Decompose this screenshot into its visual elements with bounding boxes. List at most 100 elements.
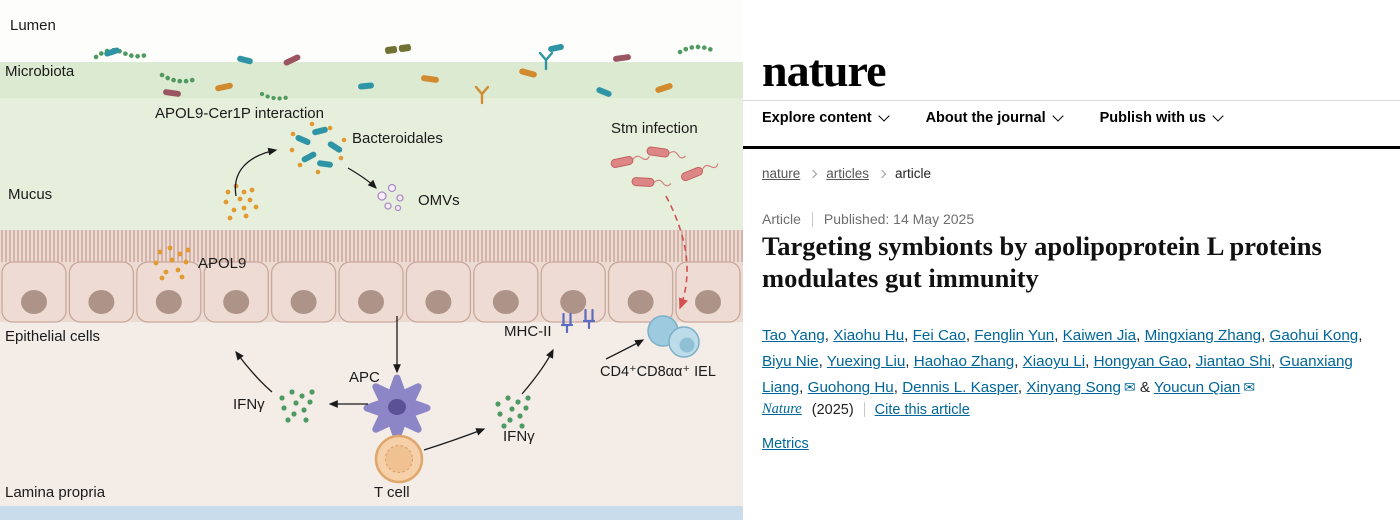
ifng-dots-right <box>495 395 531 429</box>
author-link[interactable]: Dennis L. Kasper <box>902 379 1018 397</box>
lamina-propria-zone <box>0 322 743 506</box>
arrow-bacteroidales-to-omvs <box>347 167 377 189</box>
nature-logo[interactable]: nature <box>762 45 886 96</box>
chevron-down-icon <box>1051 110 1064 122</box>
author-separator: , <box>799 379 808 397</box>
nav-label: About the journal <box>925 110 1046 126</box>
author-link[interactable]: Mingxiang Zhang <box>1144 327 1262 345</box>
author-separator: , <box>905 353 914 371</box>
author-link[interactable]: Fei Cao <box>912 327 966 345</box>
label-omvs: OMVs <box>418 192 460 209</box>
author-separator: , <box>965 327 975 345</box>
article-type: Article <box>762 211 801 227</box>
t-cell <box>374 434 424 484</box>
author-separator: , <box>1270 353 1280 371</box>
metrics-link[interactable]: Metrics <box>762 436 809 452</box>
arrow-ifng-to-epithelium <box>235 350 273 393</box>
author-separator: , <box>1017 379 1027 397</box>
author-separator: , <box>1187 353 1196 371</box>
author-link[interactable]: Xinyang Song <box>1026 379 1121 397</box>
nav-label: Publish with us <box>1099 110 1206 126</box>
label-bacteroidales: Bacteroidales <box>352 130 443 147</box>
label-microbiota: Microbiota <box>5 63 75 80</box>
author-separator: & <box>1135 379 1154 397</box>
bacteroidales-cluster <box>289 121 347 175</box>
author-link[interactable]: Guanxiang Liang <box>762 353 1353 397</box>
envelope-icon[interactable]: ✉ <box>1123 379 1136 396</box>
bacterium-chain-icon <box>259 91 292 101</box>
author-link[interactable]: Fenglin Yun <box>974 327 1055 345</box>
site-nav: Explore content About the journal Publis… <box>762 110 1224 126</box>
envelope-icon[interactable]: ✉ <box>1243 379 1256 396</box>
author-link[interactable]: Jiantao Shi <box>1195 353 1271 371</box>
author-link[interactable]: Biyu Nie <box>762 353 819 371</box>
figure-arrows <box>234 147 645 451</box>
breadcrumb-link-nature[interactable]: nature <box>762 166 801 181</box>
nav-about-the-journal[interactable]: About the journal <box>925 110 1064 126</box>
article-title: Targeting symbionts by apolipoprotein L … <box>762 231 1322 294</box>
author-separator: , <box>1054 327 1063 345</box>
author-link[interactable]: Kaiwen Jia <box>1062 327 1137 345</box>
bottom-strip <box>0 506 743 520</box>
author-separator: , <box>1014 353 1023 371</box>
bacterium-chain-icon <box>159 72 199 84</box>
label-mhc2: MHC-II <box>504 323 552 340</box>
author-separator: , <box>1136 327 1145 345</box>
label-iel: CD4⁺CD8αα⁺ IEL <box>600 364 716 380</box>
journal-name-link[interactable]: Nature <box>762 401 802 417</box>
arrow-tcell-to-ifng <box>423 428 486 451</box>
microbiota-band <box>0 62 743 98</box>
author-separator: , <box>1358 327 1363 345</box>
bacterium-segmented-icon <box>384 44 412 54</box>
label-stm-infection: Stm infection <box>611 120 698 137</box>
author-separator: , <box>824 327 834 345</box>
chevron-right-icon <box>809 169 818 179</box>
label-apol9: APOL9 <box>198 255 246 272</box>
breadcrumb-link-articles[interactable]: articles <box>826 166 870 181</box>
label-t-cell: T cell <box>374 484 410 501</box>
label-lamina-propria: Lamina propria <box>5 484 106 501</box>
divider <box>863 402 865 417</box>
nav-label: Explore content <box>762 110 872 126</box>
author-link[interactable]: Gaohui Kong <box>1269 327 1359 345</box>
iel-cells <box>647 315 700 358</box>
header-divider <box>743 100 1400 101</box>
author-list: Tao Yang, Xiaohu Hu, Fei Cao, Fenglin Yu… <box>762 323 1380 401</box>
author-link[interactable]: Guohong Hu <box>807 379 894 397</box>
journal-citation-line: Nature (2025) Cite this article <box>762 401 970 418</box>
apol9-dots-epithelium <box>153 245 191 281</box>
author-separator: , <box>1261 327 1270 345</box>
author-link[interactable]: Haohao Zhang <box>913 353 1015 371</box>
chevron-right-icon <box>877 169 887 179</box>
chevron-down-icon <box>877 110 890 122</box>
label-mucus: Mucus <box>8 186 52 203</box>
lumen-zone <box>0 0 743 62</box>
author-link[interactable]: Yuexing Liu <box>826 353 906 371</box>
cite-this-article-link[interactable]: Cite this article <box>874 401 970 418</box>
label-ifng-left: IFNγ <box>233 396 265 413</box>
omv-vesicles <box>377 183 404 212</box>
author-separator: , <box>1085 353 1094 371</box>
arrow-apol9-to-bacteroidales <box>234 147 278 197</box>
stm-infection-arrow <box>665 195 688 310</box>
label-ifng-right: IFNγ <box>503 428 535 445</box>
microbiota-icons <box>93 43 715 105</box>
nav-publish-with-us[interactable]: Publish with us <box>1099 110 1224 126</box>
author-link[interactable]: Youcun Qian <box>1153 379 1241 397</box>
nav-bottom-rule <box>743 146 1400 149</box>
author-separator: , <box>893 379 903 397</box>
article-figure: Lumen Microbiota APOL9-Cer1P interaction… <box>0 0 743 520</box>
nav-explore-content[interactable]: Explore content <box>762 110 890 126</box>
label-epithelial-cells: Epithelial cells <box>5 328 100 345</box>
author-link[interactable]: Tao Yang <box>762 327 825 345</box>
author-link[interactable]: Hongyan Gao <box>1093 353 1188 371</box>
author-link[interactable]: Xiaoyu Li <box>1022 353 1086 371</box>
chevron-down-icon <box>1212 110 1224 122</box>
journal-year: (2025) <box>811 401 854 418</box>
breadcrumb-current: article <box>895 166 932 181</box>
author-link[interactable]: Xiaohu Hu <box>833 327 905 345</box>
label-apc: APC <box>349 369 380 386</box>
breadcrumb: nature articles article <box>762 166 931 181</box>
author-separator: , <box>904 327 913 345</box>
